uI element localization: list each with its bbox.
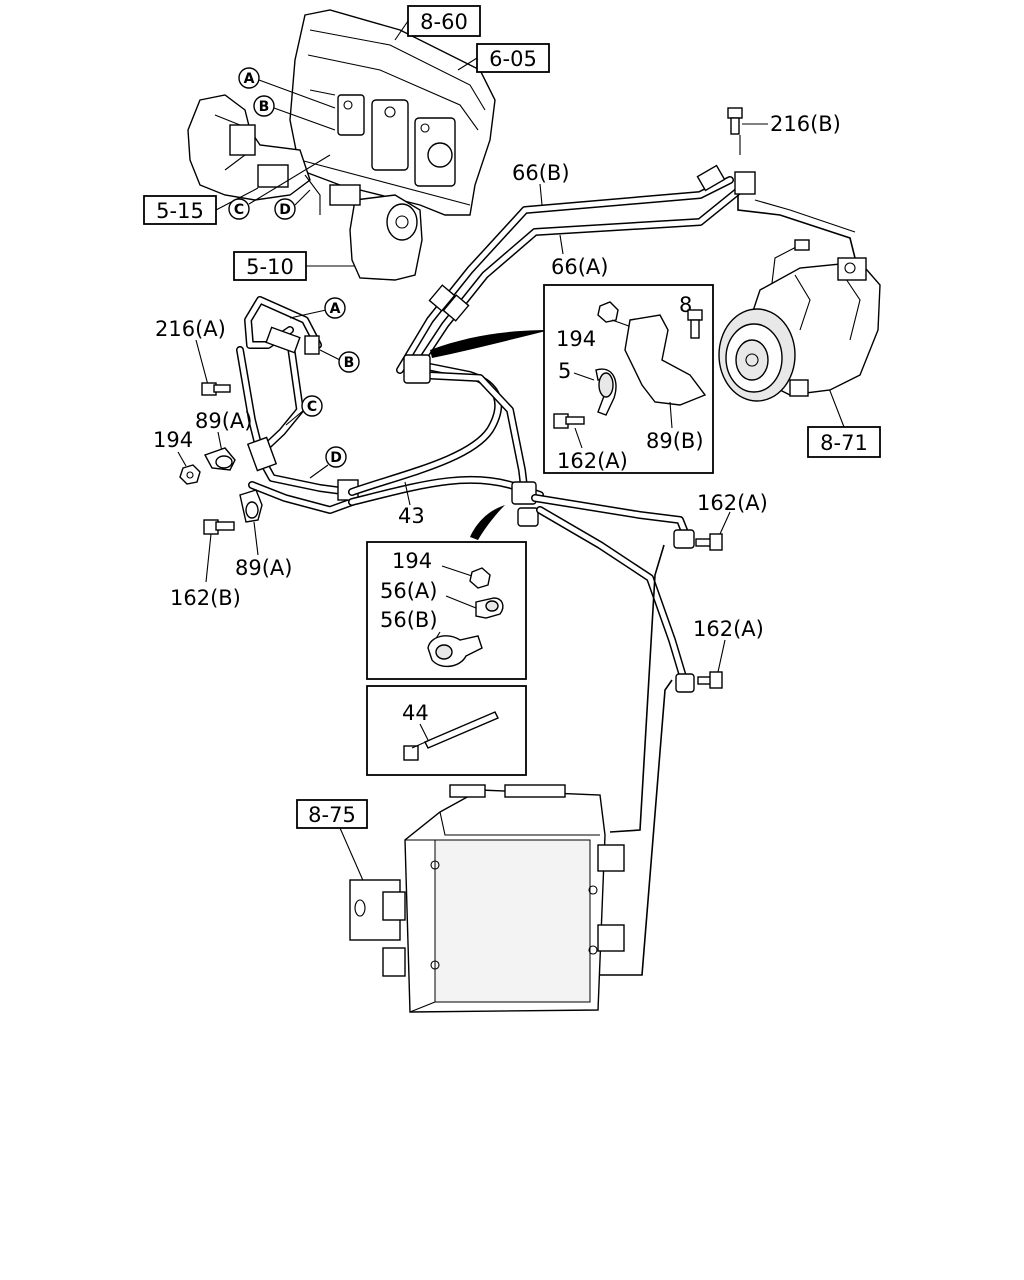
inset-tie: 44 bbox=[366, 685, 527, 776]
ref-label-5-15: 5-15 bbox=[156, 199, 204, 223]
label-89a-bottom: 89(A) bbox=[235, 556, 292, 580]
engine-mount-left bbox=[187, 94, 311, 201]
condenser-pipe-run bbox=[531, 494, 695, 976]
ref-label-8-60: 8-60 bbox=[420, 10, 468, 34]
label-162a-right-1: 162(A) bbox=[697, 491, 768, 515]
engine-frame-assembly bbox=[289, 9, 496, 216]
ac-compressor bbox=[718, 257, 881, 402]
circle-callout-a-top: A bbox=[238, 67, 336, 109]
hose-43 bbox=[348, 354, 544, 527]
label-162b: 162(B) bbox=[170, 586, 241, 610]
label-66a: 66(A) bbox=[551, 255, 608, 279]
ref-label-8-71: 8-71 bbox=[820, 431, 868, 455]
circle-callout-c-left: C bbox=[285, 395, 323, 426]
label-162a-right-2: 162(A) bbox=[693, 617, 764, 641]
engine-mount-right bbox=[304, 174, 423, 281]
circle-callout-b-top: B bbox=[253, 95, 336, 131]
circle-callout-a-left: A bbox=[289, 297, 346, 319]
compressor-line bbox=[737, 195, 859, 319]
circle-callout-b-left: B bbox=[319, 349, 360, 373]
svg-text:B: B bbox=[259, 99, 270, 115]
svg-text:B: B bbox=[344, 355, 355, 371]
label-66b: 66(B) bbox=[512, 161, 570, 185]
condenser bbox=[349, 784, 625, 1013]
label-194-left: 194 bbox=[153, 428, 193, 452]
callout-arrow-clamp-inset bbox=[470, 505, 505, 540]
hose-66-pair bbox=[396, 135, 756, 379]
svg-text:D: D bbox=[330, 450, 342, 466]
svg-text:D: D bbox=[279, 202, 291, 218]
ref-box-6-05: 6-05 bbox=[457, 43, 550, 73]
label-5: 5 bbox=[558, 359, 571, 383]
ref-label-5-10: 5-10 bbox=[246, 255, 294, 279]
inset-bracket: 8 194 5 162(A) 89(B) bbox=[543, 284, 714, 474]
ref-box-8-71: 8-71 bbox=[807, 377, 881, 458]
label-56b: 56(B) bbox=[380, 608, 438, 632]
label-89a-top: 89(A) bbox=[195, 409, 252, 433]
ref-label-6-05: 6-05 bbox=[489, 47, 537, 71]
circle-callout-c-top: C bbox=[228, 154, 331, 220]
label-89b: 89(B) bbox=[646, 429, 704, 453]
bolt-216a: 216(A) bbox=[155, 317, 231, 396]
label-194-inset: 194 bbox=[556, 327, 596, 351]
svg-text:A: A bbox=[244, 71, 255, 87]
label-44: 44 bbox=[402, 701, 429, 725]
circle-callout-d-left: D bbox=[309, 446, 347, 479]
label-56a: 56(A) bbox=[380, 579, 437, 603]
svg-text:C: C bbox=[307, 399, 317, 415]
label-43: 43 bbox=[398, 504, 425, 528]
ref-box-5-15: 5-15 bbox=[143, 187, 259, 225]
bolt-162a-right-1: 162(A) bbox=[695, 491, 768, 551]
svg-text:A: A bbox=[330, 301, 341, 317]
ref-box-8-60: 8-60 bbox=[394, 5, 481, 41]
callout-arrow-bracket-inset bbox=[430, 330, 550, 358]
label-162a-inset: 162(A) bbox=[557, 449, 628, 473]
inset-clamps: 194 56(A) 56(B) bbox=[366, 541, 527, 680]
left-pipe-assembly bbox=[236, 296, 359, 514]
ref-label-8-75: 8-75 bbox=[308, 803, 356, 827]
svg-text:C: C bbox=[234, 202, 244, 218]
clip-89a-bottom: 89(A) bbox=[235, 489, 292, 580]
ref-box-5-10: 5-10 bbox=[233, 251, 355, 281]
bolt-216b: 216(B) bbox=[727, 107, 841, 136]
label-194-clamp: 194 bbox=[392, 549, 432, 573]
clip-89a-top: 89(A) bbox=[195, 409, 252, 471]
label-216a: 216(A) bbox=[155, 317, 226, 341]
circle-callout-d-top: D bbox=[274, 189, 311, 220]
bolt-162b: 162(B) bbox=[170, 519, 241, 610]
nut-194-left: 194 bbox=[153, 428, 201, 485]
bolt-162a-right-2: 162(A) bbox=[693, 617, 764, 689]
ref-box-8-75: 8-75 bbox=[296, 799, 368, 886]
label-216b: 216(B) bbox=[770, 112, 841, 136]
